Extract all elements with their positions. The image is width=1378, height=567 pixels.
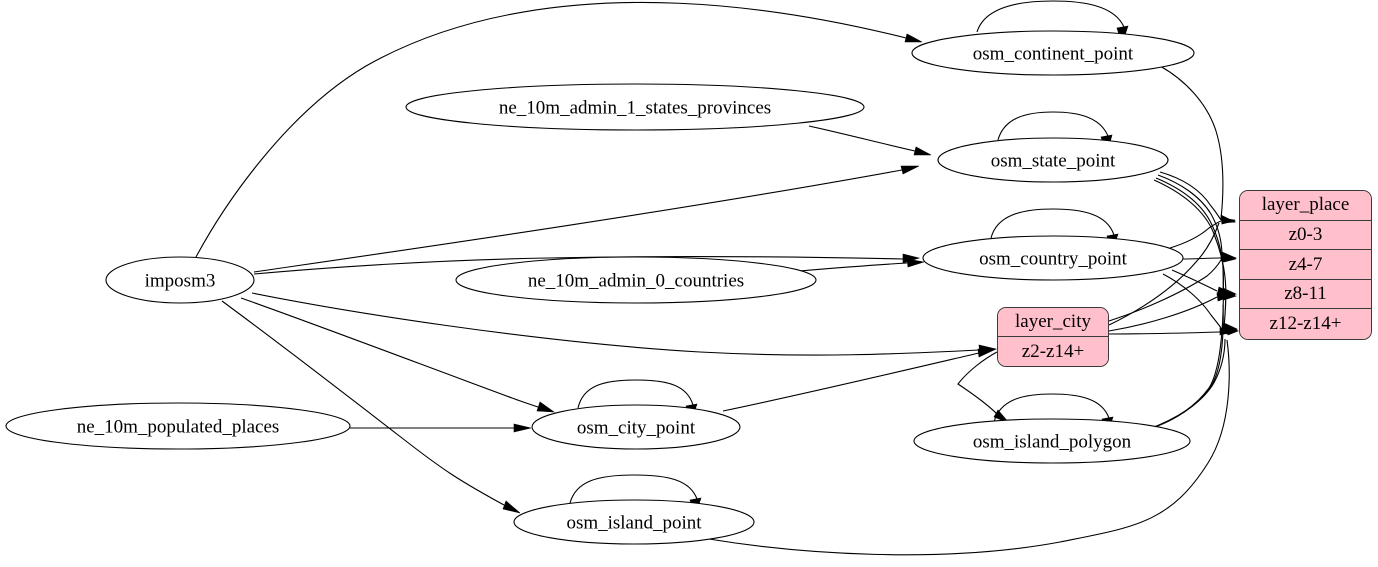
node-osm-country-point[interactable]: osm_country_point — [922, 235, 1184, 281]
edge-osm-island-point-to-layer-place-z12-z14 — [708, 328, 1240, 556]
edge-ne-countries-to-osm-country-point — [798, 258, 925, 272]
node-label-ne-populated: ne_10m_populated_places — [77, 417, 280, 438]
node-label-imposm3: imposm3 — [145, 271, 216, 292]
node-label-osm-island-polygon: osm_island_polygon — [973, 432, 1132, 453]
node-label-osm-city-point: osm_city_point — [577, 418, 696, 439]
node-layer-place[interactable]: layer_place z0-3 z4-7 z8-11 z12-z14+ — [1239, 190, 1372, 340]
node-ne-10m-admin-1-states-provinces[interactable]: ne_10m_admin_1_states_provinces — [405, 83, 865, 131]
edge-imposm3-to-osm-city-point — [240, 297, 556, 413]
layer-place-row-z4-7[interactable]: z4-7 — [1240, 250, 1371, 280]
node-osm-island-point[interactable]: osm_island_point — [513, 499, 755, 545]
layer-city-row-z2-z14[interactable]: z2-z14+ — [998, 337, 1108, 366]
node-label-osm-island-point: osm_island_point — [566, 513, 702, 534]
node-osm-island-polygon[interactable]: osm_island_polygon — [913, 418, 1191, 464]
edge-osm-island-polygon-to-layer-place-z12-z14 — [1148, 326, 1239, 430]
layer-place-header: layer_place — [1240, 191, 1371, 221]
edge-osm-island-polygon-to-layer-place-z8-11 — [1151, 292, 1238, 429]
node-label-ne-countries: ne_10m_admin_0_countries — [528, 271, 744, 292]
edge-layer-city-to-layer-place-z12-z14 — [1108, 327, 1238, 336]
layer-place-row-z8-11[interactable]: z8-11 — [1240, 279, 1371, 310]
edge-imposm3-to-osm-state-point — [253, 165, 920, 273]
node-ne-10m-admin-0-countries[interactable]: ne_10m_admin_0_countries — [455, 256, 817, 304]
node-osm-continent-point[interactable]: osm_continent_point — [911, 30, 1195, 76]
node-ne-10m-populated-places[interactable]: ne_10m_populated_places — [5, 402, 351, 450]
node-label-osm-country-point: osm_country_point — [979, 249, 1127, 270]
layer-city-header: layer_city — [998, 308, 1108, 338]
edge-imposm3-to-osm-island-point — [221, 300, 521, 514]
node-osm-city-point[interactable]: osm_city_point — [531, 404, 741, 450]
node-osm-state-point[interactable]: osm_state_point — [937, 137, 1169, 183]
node-label-ne-states: ne_10m_admin_1_states_provinces — [499, 98, 771, 119]
edge-imposm3-to-osm-continent-point — [195, 1, 923, 258]
node-label-osm-state-point: osm_state_point — [991, 151, 1116, 172]
edge-layer-city-to-layer-place-z8-11 — [1108, 292, 1236, 332]
node-layer-city[interactable]: layer_city z2-z14+ — [997, 307, 1109, 367]
edge-ne-states-to-osm-state-point — [808, 125, 932, 156]
node-imposm3[interactable]: imposm3 — [105, 256, 255, 304]
edge-osm-continent-point-to-layer-place-z0-3 — [1159, 65, 1236, 223]
node-label-osm-continent-point: osm_continent_point — [973, 44, 1134, 65]
edge-osm-city-point-to-layer-city — [722, 348, 997, 412]
layer-place-row-z0-3[interactable]: z0-3 — [1240, 220, 1371, 251]
layer-place-row-z12-z14[interactable]: z12-z14+ — [1240, 309, 1371, 339]
edge-ne-populated-to-osm-city-point — [350, 423, 532, 433]
